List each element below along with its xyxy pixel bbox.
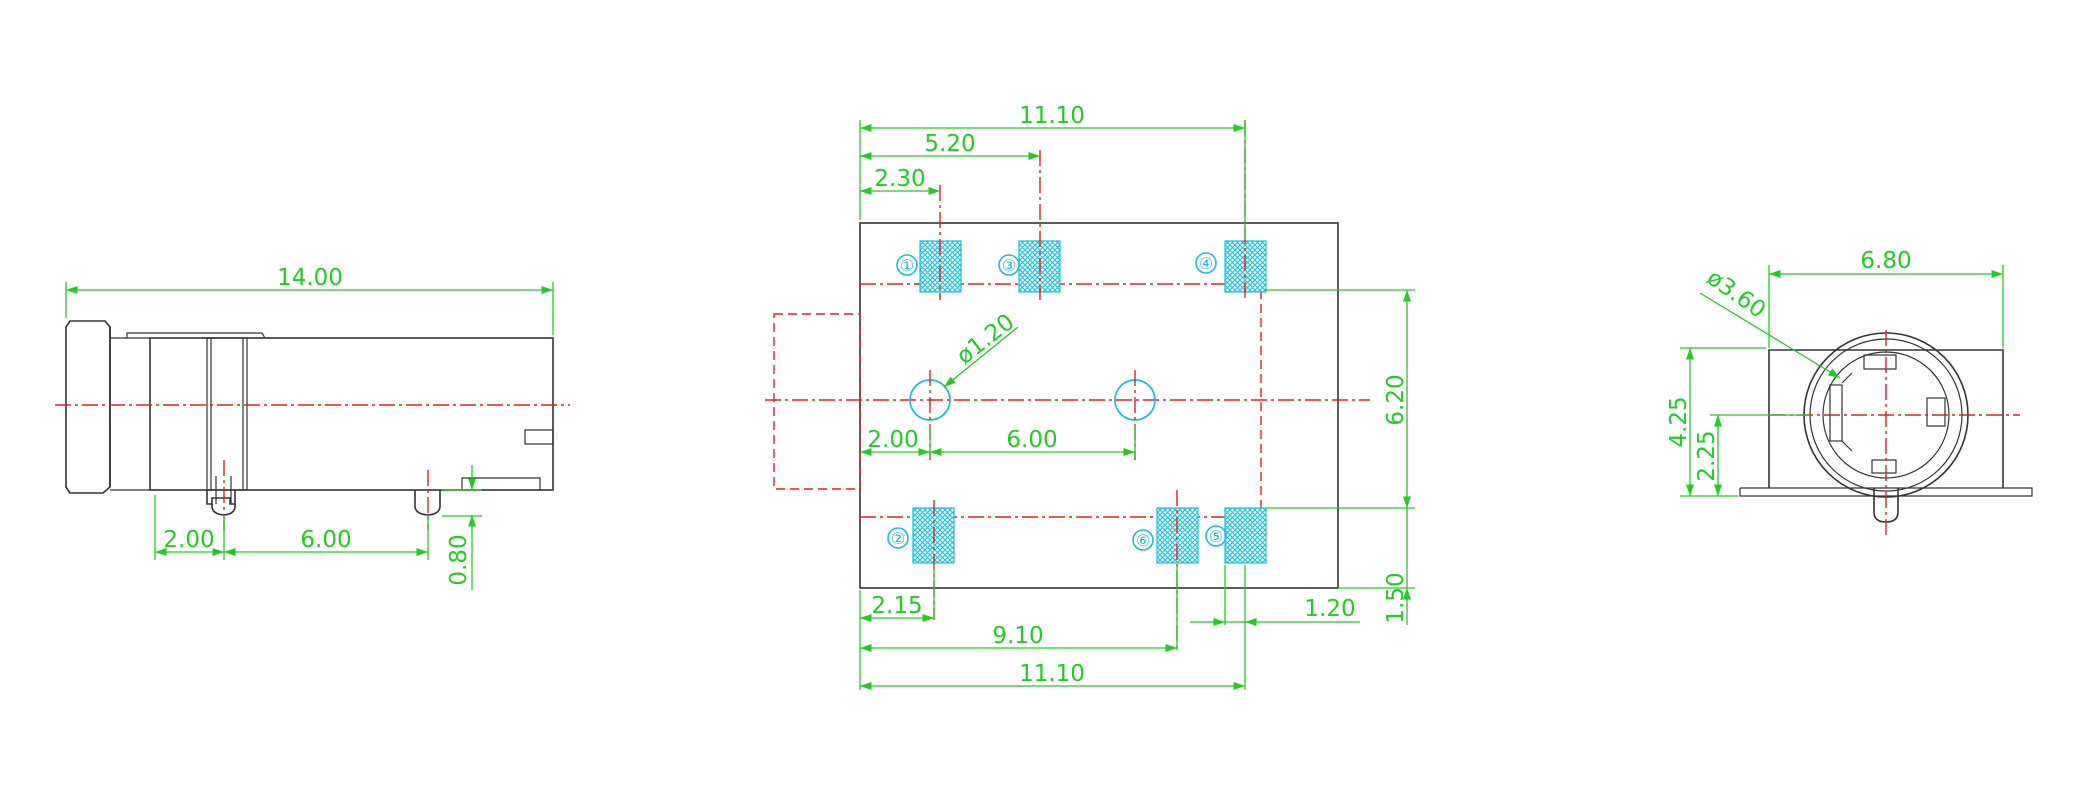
pin-label-4: ④ (1199, 254, 1213, 273)
front-contact-left (1829, 384, 1843, 442)
pin-label-5: ⑤ (1209, 527, 1223, 546)
dim-pad-width-text: 1.20 (1304, 596, 1355, 622)
dim-bottom-width-text: 11.10 (1019, 661, 1085, 687)
dim-pin6-offset-text: 9.10 (992, 623, 1043, 649)
dim-pin3-offset-text: 5.20 (924, 131, 975, 157)
pad-5 (1224, 507, 1267, 564)
top-hidden-plug (773, 313, 861, 490)
dim-pin-offset-text: 2.00 (163, 527, 214, 553)
dim-pin-length-text: 0.80 (446, 534, 472, 585)
dim-edge-offset-text: 1.50 (1383, 572, 1409, 623)
pin-label-2: ② (891, 529, 905, 548)
dim-center-height-text: 4.25 (1666, 396, 1692, 447)
dim-bore-diameter: ø3.60 (1699, 265, 1841, 379)
side-view: 14.00 2.00 6.00 0.80 (55, 265, 570, 590)
dim-pin1-offset: 2.30 (860, 166, 940, 196)
dim-bottom-width: 11.10 (860, 661, 1245, 691)
dim-pin-spacing-text: 6.00 (300, 527, 351, 553)
front-base (1739, 487, 2033, 497)
dim-row-spacing: 6.20 (1383, 290, 1412, 508)
top-body (859, 222, 1339, 589)
pin-label-1: ① (900, 256, 914, 275)
top-view: ① ③ ④ ② ⑥ ⑤ 11.10 5.20 2 (765, 103, 1415, 691)
dim-hole-offset-text: 2.00 (867, 427, 918, 453)
dim-pin2-offset-text: 2.15 (871, 593, 922, 619)
dim-pin2-offset: 2.15 (860, 593, 934, 623)
dim-front-width: 6.80 (1769, 248, 2003, 279)
dim-hole-offset: 2.00 (860, 427, 930, 457)
top-pads (912, 240, 1267, 564)
dim-top-width: 11.10 (860, 103, 1245, 133)
dim-overall-length: 14.00 (65, 265, 554, 335)
pin-label-6: ⑥ (1136, 531, 1150, 550)
dim-pin-height: 2.25 (1694, 415, 1723, 496)
dim-pin-spacing: 6.00 (224, 527, 428, 557)
dim-pin-offset: 2.00 (154, 495, 429, 560)
dim-hole-spacing: 6.00 (930, 427, 1135, 457)
dim-pin1-offset-text: 2.30 (874, 166, 925, 192)
front-contact-right (1926, 397, 1946, 427)
dim-hole-spacing-text: 6.00 (1006, 427, 1057, 453)
side-body (65, 320, 554, 494)
pin-label-3: ③ (1002, 256, 1016, 275)
front-contact-top (1863, 354, 1897, 370)
dim-top-width-text: 11.10 (1019, 103, 1085, 129)
dim-edge-offset: 1.50 (1383, 508, 1412, 625)
front-view: 6.80 ø3.60 4.25 2.25 (1666, 248, 2033, 535)
dim-front-width-text: 6.80 (1860, 248, 1911, 274)
side-pins (206, 476, 441, 516)
dim-pin6-offset: 9.10 (860, 623, 1177, 653)
dim-pin-height-text: 2.25 (1694, 430, 1720, 481)
dim-pin3-offset: 5.20 (860, 131, 1040, 161)
front-contact-bottom (1871, 459, 1897, 474)
dim-pad-width: 1.20 (1190, 596, 1360, 627)
dim-row-spacing-text: 6.20 (1383, 374, 1409, 425)
dim-pin-length: 0.80 (442, 465, 482, 590)
dim-hole-diameter: ø1.20 (943, 309, 1019, 388)
dim-hole-diameter-text: ø1.20 (952, 309, 1019, 370)
dim-center-height: 4.25 (1666, 348, 1695, 496)
top-pin-labels: ① ③ ④ ② ⑥ ⑤ (887, 252, 1227, 551)
dim-overall-length-text: 14.00 (277, 265, 343, 291)
